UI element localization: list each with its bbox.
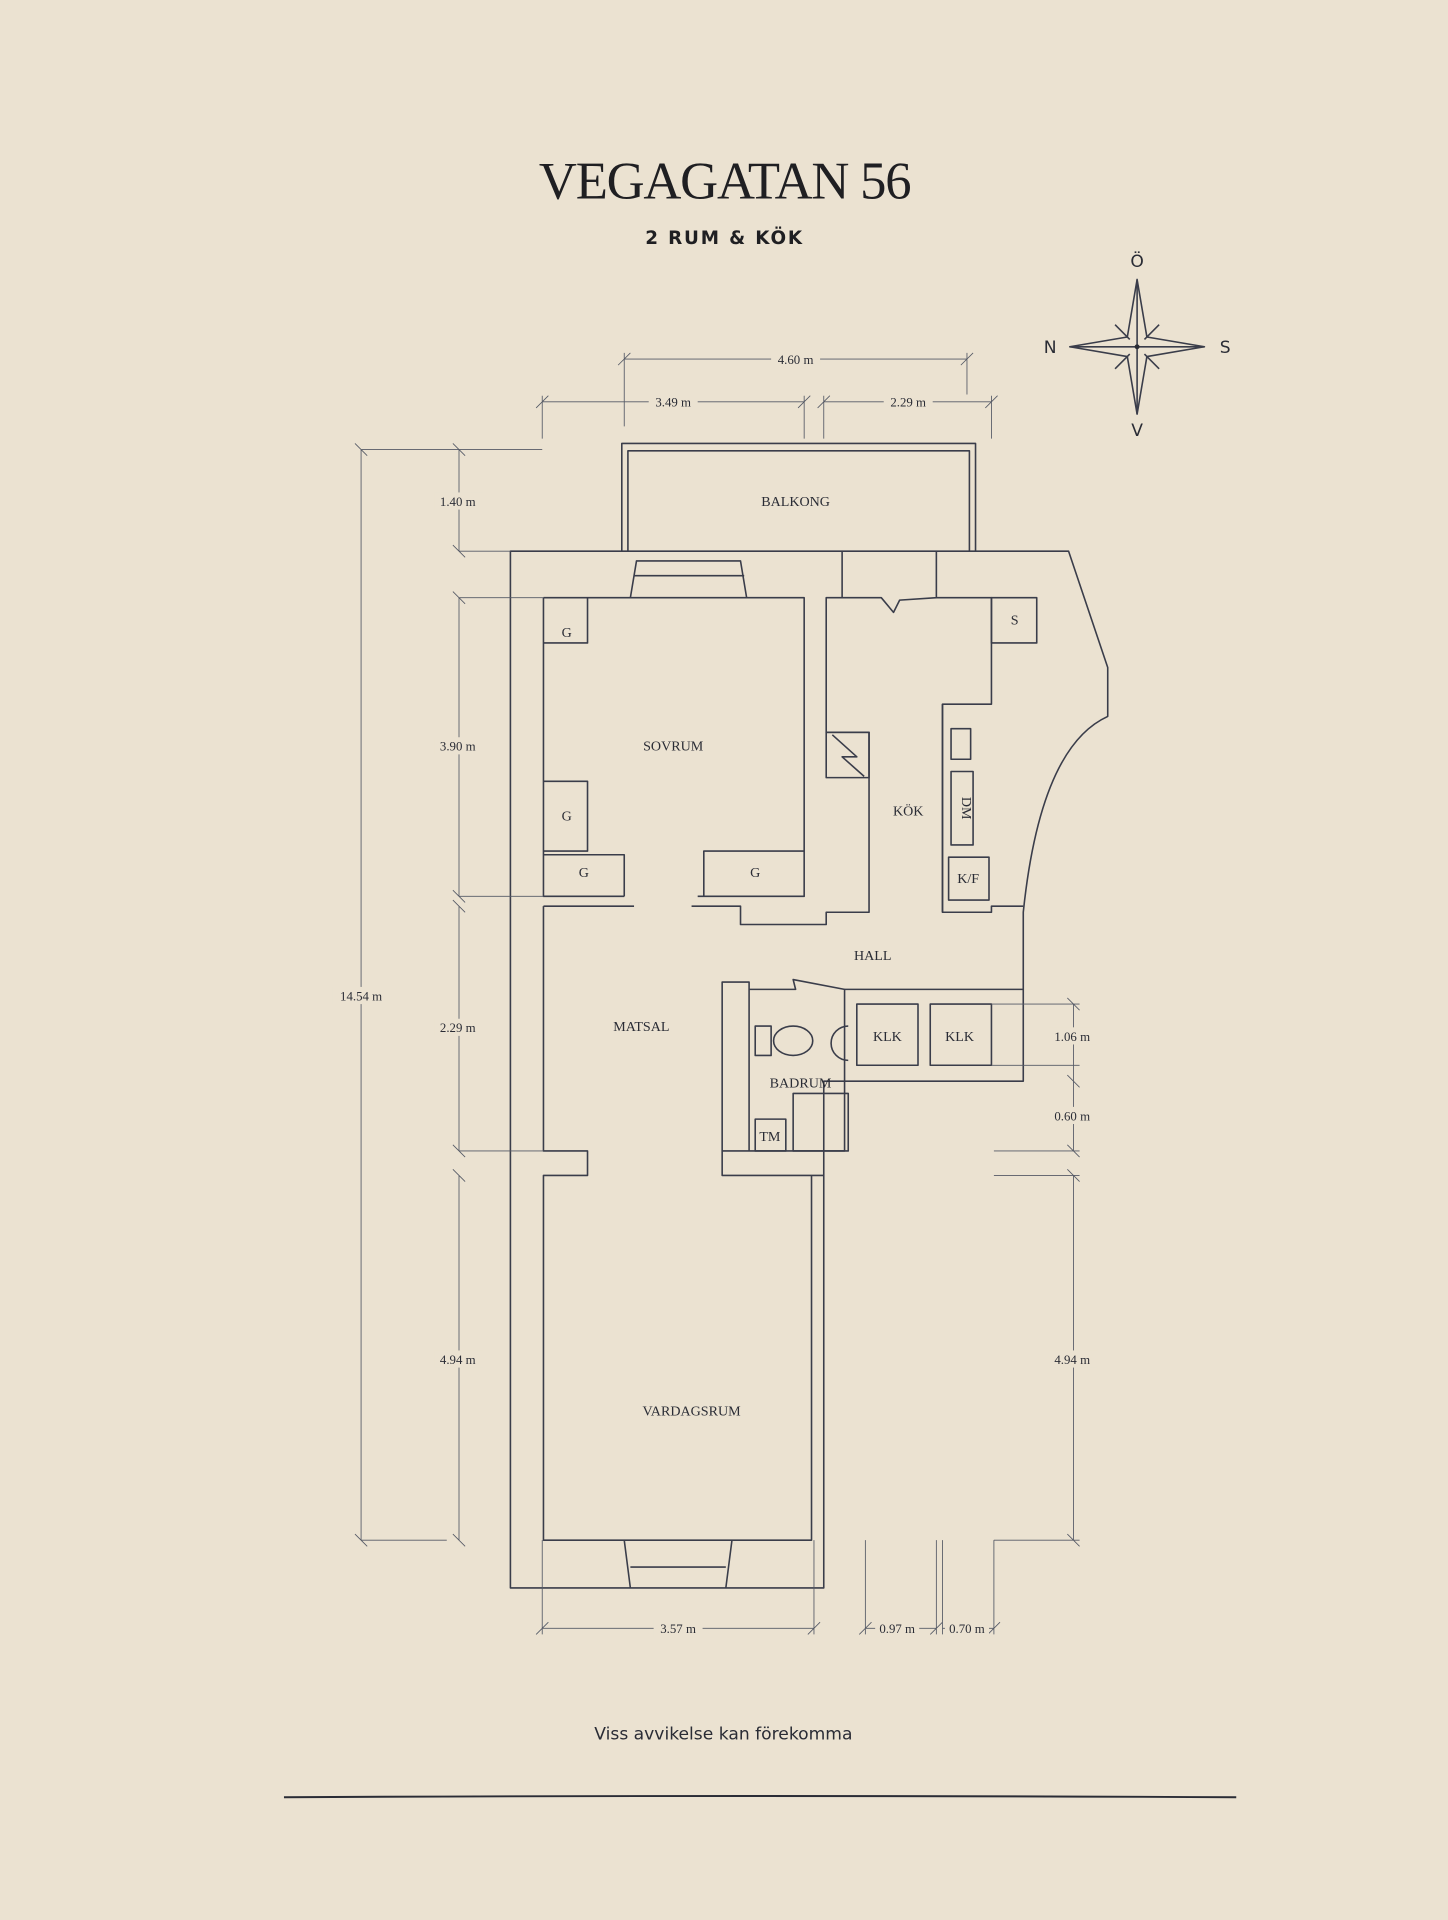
- dim-top-left: 3.49 m: [655, 396, 691, 410]
- dishwasher-dm: DM: [958, 797, 974, 820]
- wardrobe-g-2: G: [562, 808, 572, 824]
- dim-bottom-1: 3.57 m: [660, 1622, 696, 1636]
- compass-east: Ö: [1130, 250, 1143, 272]
- wardrobe-g-1: G: [562, 625, 572, 641]
- dim-bottom-2: 0.97 m: [879, 1622, 915, 1636]
- room-kok: KÖK: [893, 803, 924, 820]
- room-sovrum: SOVRUM: [643, 739, 704, 755]
- page-title: VEGAGATAN 56: [539, 153, 910, 211]
- compass-south: S: [1220, 338, 1231, 358]
- room-badrum: BADRUM: [770, 1075, 832, 1091]
- dim-right-2: 0.60 m: [1054, 1109, 1090, 1123]
- closet-klk-1: KLK: [873, 1029, 903, 1045]
- compass-north: N: [1044, 338, 1057, 358]
- dimension-labels: 4.60 m 3.49 m 2.29 m 14.54 m 1.40 m 3.90…: [332, 350, 1098, 1637]
- compass-rose-icon: Ö N S V: [1044, 250, 1231, 441]
- dim-left-4: 4.94 m: [440, 1353, 476, 1367]
- storage-s: S: [1011, 613, 1019, 629]
- room-matsal: MATSAL: [613, 1019, 669, 1035]
- dim-right-3: 4.94 m: [1054, 1353, 1090, 1367]
- dim-right-1: 1.06 m: [1054, 1030, 1090, 1044]
- room-balkong: BALKONG: [761, 494, 830, 510]
- dim-top-right: 2.29 m: [890, 396, 926, 410]
- room-vardagsrum: VARDAGSRUM: [642, 1403, 741, 1419]
- dimension-lines: [354, 352, 1080, 1635]
- wardrobe-g-4: G: [750, 865, 760, 881]
- dim-bottom-3: 0.70 m: [949, 1622, 985, 1636]
- page-subtitle: 2 RUM & KÖK: [645, 227, 804, 249]
- walls: [509, 442, 1109, 1589]
- wardrobe-g-3: G: [579, 865, 589, 881]
- closet-klk-2: KLK: [945, 1029, 975, 1045]
- dim-top-total: 4.60 m: [778, 353, 814, 367]
- dim-left-2: 3.90 m: [440, 740, 476, 754]
- fridge-kf: K/F: [957, 871, 979, 887]
- footer-divider: [283, 1795, 1237, 1799]
- dim-left-1: 1.40 m: [440, 495, 476, 509]
- washer-tm: TM: [759, 1129, 781, 1145]
- dim-left-total: 14.54 m: [340, 989, 382, 1003]
- room-hall: HALL: [854, 948, 892, 964]
- disclaimer-note: Viss avvikelse kan förekomma: [594, 1725, 852, 1745]
- dim-left-3: 2.29 m: [440, 1021, 476, 1035]
- compass-west: V: [1131, 421, 1143, 441]
